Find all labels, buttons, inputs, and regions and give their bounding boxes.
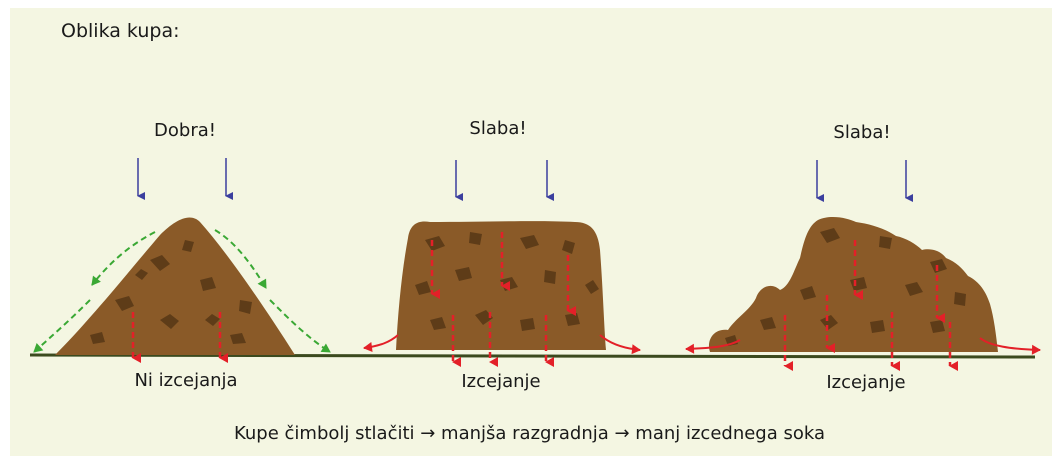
pile-2-verdict: Slaba! xyxy=(469,118,526,139)
summary-caption: Kupe čimbolj stlačiti → manjša razgradnj… xyxy=(234,423,825,444)
ground-line xyxy=(30,355,1035,357)
pressure-arrows-2 xyxy=(456,160,547,197)
pile-3-verdict: Slaba! xyxy=(833,122,890,143)
pile-1-outcome: Ni izcejanja xyxy=(134,370,237,391)
diagram-heading: Oblika kupa: xyxy=(61,20,180,42)
pile-3-irregular xyxy=(709,217,998,352)
pile-2-outcome: Izcejanje xyxy=(461,371,540,392)
pile-1-verdict: Dobra! xyxy=(154,120,216,141)
pile-3-outcome: Izcejanje xyxy=(826,372,905,393)
pressure-arrows-1 xyxy=(138,158,226,196)
pressure-arrows-3 xyxy=(817,160,906,198)
pile-1-triangular xyxy=(55,218,295,355)
